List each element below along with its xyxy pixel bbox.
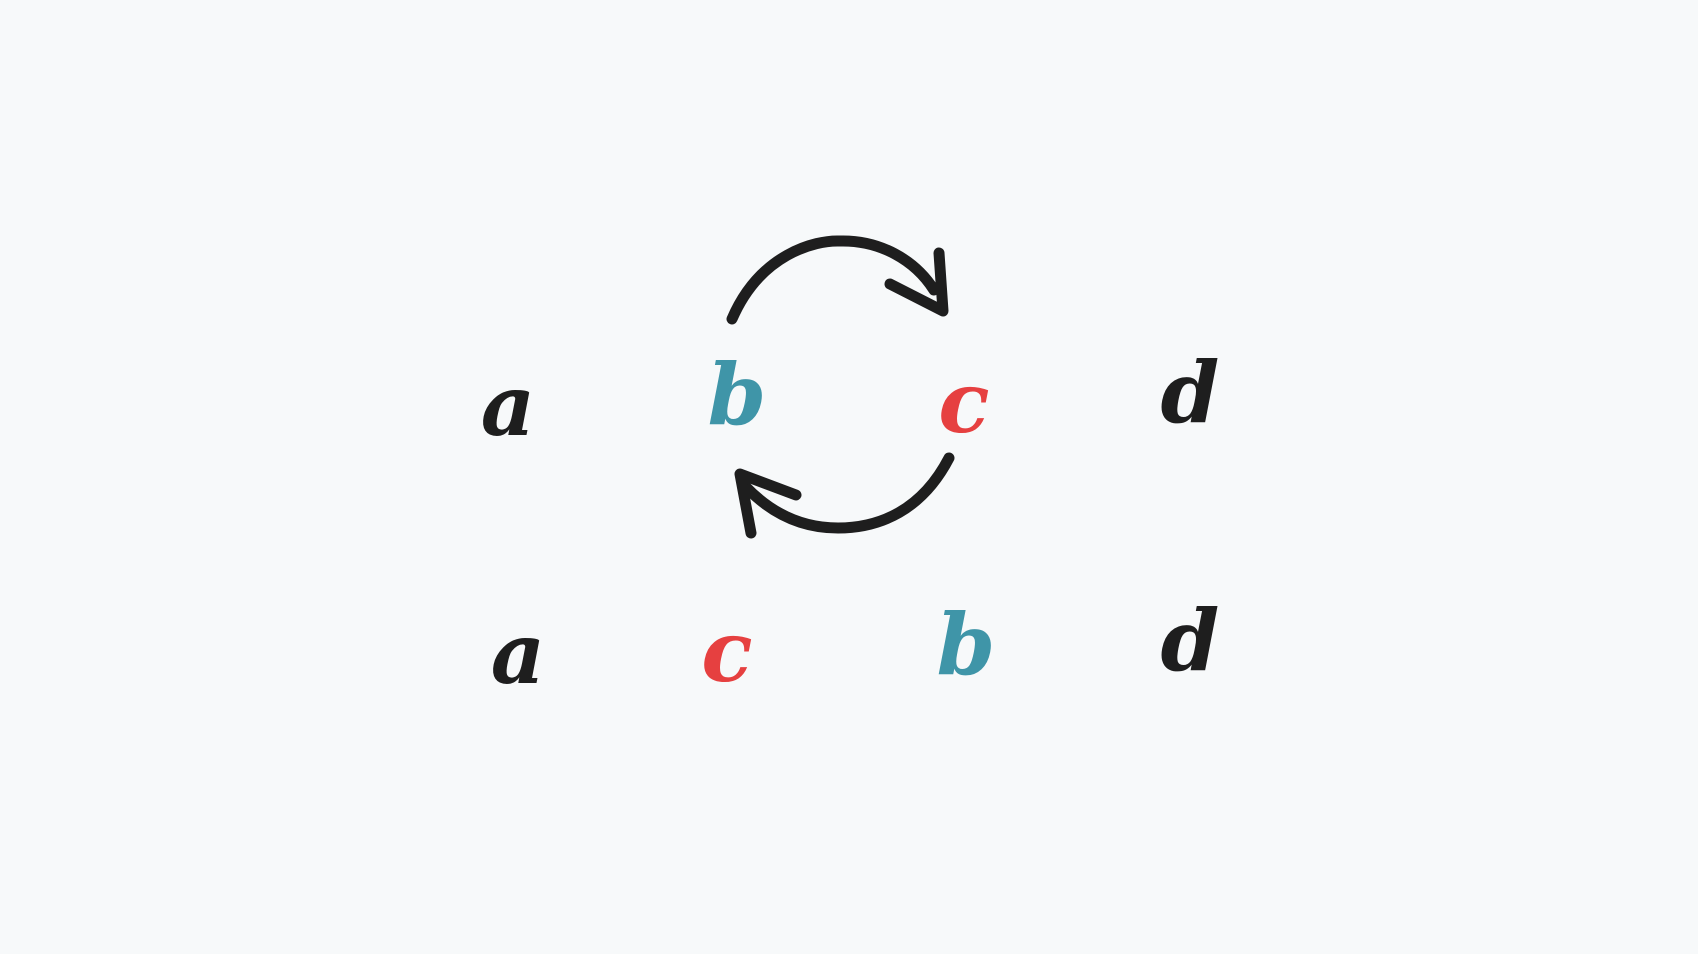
letter-c-bottom: c — [701, 602, 753, 701]
letter-b-top: b — [707, 345, 767, 444]
swap-arrow-top-icon — [726, 235, 949, 325]
letter-a-top: a — [480, 356, 536, 455]
arrow-top-arc — [726, 235, 940, 325]
letter-d-bottom: d — [1160, 591, 1220, 690]
arrow-bottom-head — [734, 468, 802, 539]
swap-arrow-bottom-icon — [734, 452, 955, 539]
letter-a-bottom: a — [490, 604, 546, 703]
arrow-bottom-arc — [740, 452, 955, 534]
letter-d-top: d — [1160, 343, 1220, 442]
letter-b-bottom: b — [936, 595, 996, 694]
letter-c-top: c — [938, 353, 990, 452]
arrow-top-head — [884, 247, 949, 317]
